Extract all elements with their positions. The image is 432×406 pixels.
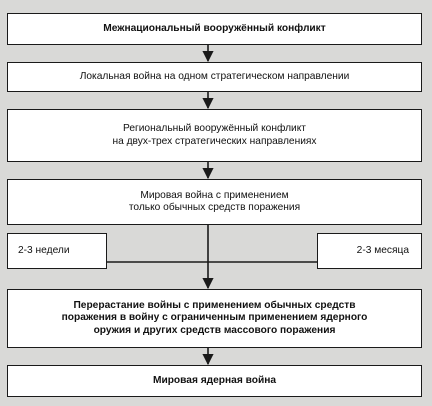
side-label-text: 2-3 недели <box>18 244 70 256</box>
node-line: Мировая война с применением <box>140 189 289 201</box>
node-line: Региональный вооружённый конфликт <box>123 123 306 135</box>
node-world-nuclear-war: Мировая ядерная война <box>7 365 422 397</box>
node-conventional-world-war: Мировая война с применением только обычн… <box>7 179 422 225</box>
node-line: Локальная война на одном стратегическом … <box>79 70 350 82</box>
side-label-weeks: 2-3 недели <box>7 233 107 269</box>
node-line: на двух-трех стратегических направлениях <box>112 135 317 147</box>
node-local-war: Локальная война на одном стратегическом … <box>7 62 422 92</box>
node-line: Мировая ядерная война <box>152 374 277 386</box>
node-escalation-nuclear-limited: Перерастание войны с применением обычных… <box>7 289 422 348</box>
node-line: оружия и других средств массового пораже… <box>93 324 336 336</box>
node-interethnic-conflict: Межнациональный вооружённый конфликт <box>7 13 422 45</box>
node-line: Межнациональный вооружённый конфликт <box>103 22 326 34</box>
node-line: Перерастание войны с применением обычных… <box>73 299 356 311</box>
node-line: поражения в войну с ограниченным примене… <box>61 312 368 324</box>
node-regional-conflict: Региональный вооружённый конфликт на дву… <box>7 109 422 162</box>
side-label-months: 2-3 месяца <box>317 233 422 269</box>
node-line: только обычных средств поражения <box>128 202 301 213</box>
side-label-text: 2-3 месяца <box>356 244 409 256</box>
